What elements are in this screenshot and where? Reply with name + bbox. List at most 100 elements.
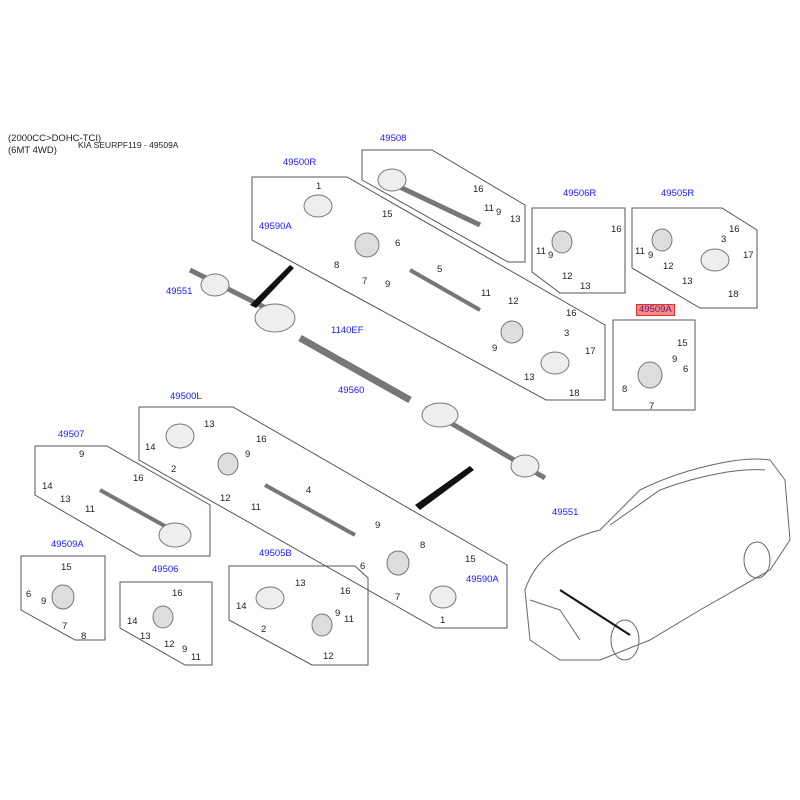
callout: 8	[420, 540, 426, 551]
callout: 7	[395, 592, 401, 603]
callout: 6	[683, 364, 689, 375]
callout: 2	[171, 464, 177, 475]
callout: 15	[677, 338, 688, 349]
callout: 9	[182, 644, 188, 655]
part-link-49500R[interactable]: 49500R	[283, 157, 317, 168]
callout: 16	[172, 588, 183, 599]
inner-joint-left	[254, 303, 296, 333]
callout: 2	[261, 624, 267, 635]
group-box-49505B	[228, 565, 369, 666]
callout: 16	[729, 224, 740, 235]
part-link-49509A[interactable]: 49509A	[51, 539, 84, 550]
boot-49505B	[311, 613, 333, 637]
callout: 5	[437, 264, 443, 275]
group-box-49509A	[20, 555, 106, 641]
callout: 15	[61, 562, 72, 573]
group-box-49500R	[251, 176, 606, 401]
callout: 13	[204, 419, 215, 430]
part-link-49505B[interactable]: 49505B	[259, 548, 292, 559]
part-link-49507[interactable]: 49507	[58, 429, 85, 440]
callout: 13	[140, 631, 151, 642]
callout: 9	[492, 343, 498, 354]
callout: 9	[79, 449, 85, 460]
callout: 13	[682, 276, 693, 287]
callout: 12	[562, 271, 573, 282]
callout: 9	[672, 354, 678, 365]
part-link-49590A[interactable]: 49590A	[259, 221, 292, 232]
callout: 11	[251, 502, 261, 513]
housing-49505R	[700, 248, 730, 272]
callout: 16	[133, 473, 144, 484]
callout: 13	[524, 372, 535, 383]
callout: 1	[440, 615, 446, 626]
part-link-49508[interactable]: 49508	[380, 133, 407, 144]
callout: 8	[81, 631, 87, 642]
callout: 16	[256, 434, 267, 445]
callout: 11	[481, 288, 491, 299]
vehicle-driveshaft-highlight	[559, 589, 631, 636]
callout: 3	[564, 328, 570, 339]
boot-part-7-l	[386, 550, 410, 576]
part-link-49590A-left[interactable]: 49590A	[466, 574, 499, 585]
callout: 13	[60, 494, 71, 505]
group-box-49506	[119, 581, 213, 666]
callout: 9	[496, 207, 502, 218]
part-link-49551-right[interactable]: 49551	[552, 507, 579, 518]
callout: 12	[663, 261, 674, 272]
joint-part-1	[303, 194, 333, 218]
part-link-49560[interactable]: 49560	[338, 385, 365, 396]
callout: 9	[648, 250, 654, 261]
callout: 7	[649, 401, 655, 412]
boot-part-7	[354, 232, 380, 258]
intermediate-shaft-49560	[298, 334, 412, 404]
group-box-49508	[361, 149, 526, 263]
pointer-arrow-lower	[415, 466, 474, 510]
part-link-49506[interactable]: 49506	[152, 564, 179, 575]
joint-part-2	[165, 423, 195, 449]
callout: 17	[585, 346, 596, 357]
part-link-49509A-selected[interactable]: 49509A	[636, 304, 675, 316]
callout: 9	[385, 279, 391, 290]
part-link-49506R[interactable]: 49506R	[563, 188, 597, 199]
callout: 12	[220, 493, 231, 504]
callout: 3	[721, 234, 727, 245]
callout: 14	[42, 481, 53, 492]
callout: 13	[295, 578, 306, 589]
shaft-part-4	[264, 483, 356, 537]
callout: 17	[743, 250, 754, 261]
joint-49505B	[255, 586, 285, 610]
callout: 6	[26, 589, 32, 600]
part-link-49505R[interactable]: 49505R	[661, 188, 695, 199]
transmission-spec: (6MT 4WD)	[8, 145, 57, 156]
callout: 1	[316, 181, 322, 192]
part-link-1140EF[interactable]: 1140EF	[331, 325, 364, 336]
boot-part-12	[500, 320, 524, 344]
engine-spec: (2000CC>DOHC-TCI)	[8, 133, 102, 144]
callout: 14	[127, 616, 138, 627]
callout: 7	[62, 621, 68, 632]
group-box-49506R	[531, 207, 626, 294]
callout: 7	[362, 276, 368, 287]
vehicle-illustration	[524, 458, 791, 661]
callout: 16	[611, 224, 622, 235]
callout: 14	[236, 601, 247, 612]
callout: 9	[335, 608, 341, 619]
callout: 9	[548, 250, 554, 261]
callout: 11	[191, 652, 201, 663]
part-link-49500L[interactable]: 49500L	[170, 391, 202, 402]
joint-49507	[158, 522, 192, 548]
part-link-49551[interactable]: 49551	[166, 286, 193, 297]
callout: 11	[344, 614, 354, 625]
callout: 14	[145, 442, 156, 453]
housing-part-3	[540, 351, 570, 375]
callout: 6	[360, 561, 366, 572]
boot-49505R	[651, 228, 673, 252]
callout: 11	[635, 246, 645, 257]
callout: 12	[323, 651, 334, 662]
joint-part-1-l	[429, 585, 457, 609]
callout: 16	[340, 586, 351, 597]
boot-49509A-l	[51, 584, 75, 610]
catalog-reference: KIA SEURPF119 - 49509A	[78, 140, 179, 150]
